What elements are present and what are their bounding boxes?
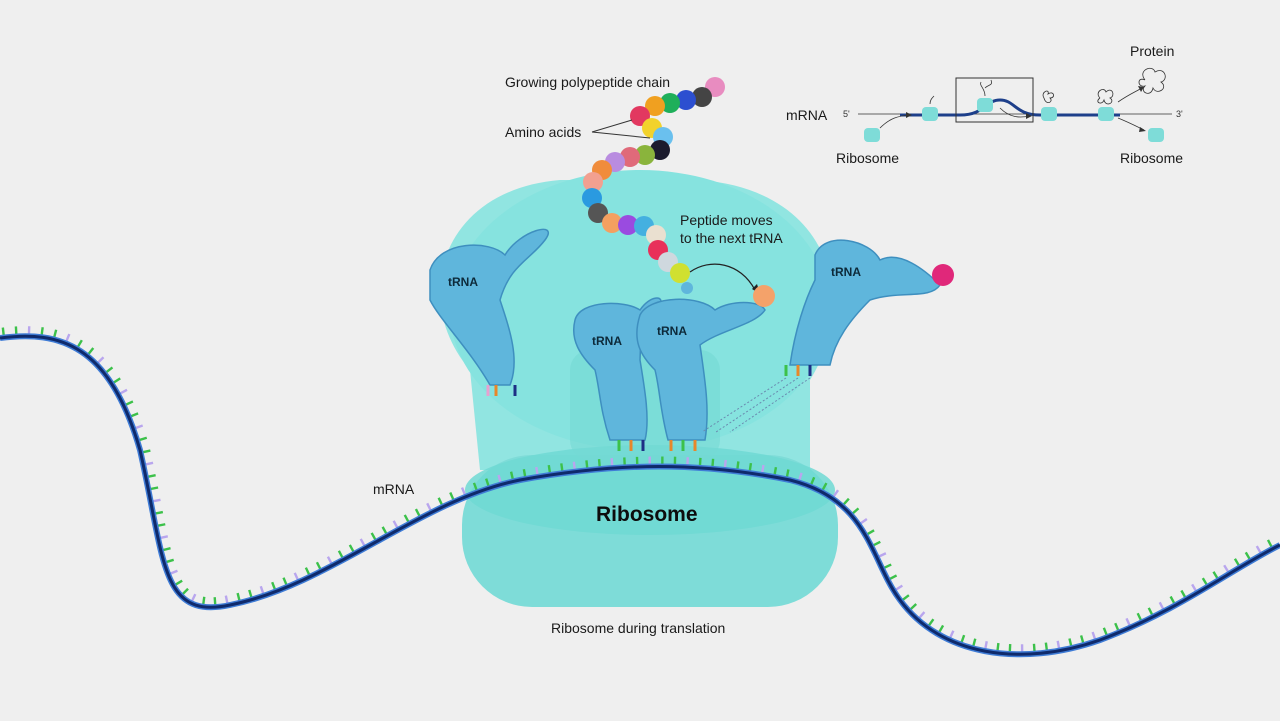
inset-five-prime-label: 5' [843,109,850,119]
inset-protein-label: Protein [1130,43,1175,59]
inset-diagram [858,67,1172,142]
amino-acid-bead [660,93,680,113]
inset-three-prime-label: 3' [1176,109,1183,119]
peptide-moves-label-line1: Peptide moves [680,212,773,228]
ribosome-small-subunit-top [465,445,835,535]
diagram-caption: Ribosome during translation [551,620,726,636]
polypeptide-chain [582,77,725,294]
trna-exit [429,228,549,396]
amino-acid-bead [692,87,712,107]
amino-acid-bead [681,282,693,294]
amino-acid-bead [635,145,655,165]
trna-label-exit: tRNA [448,275,478,289]
amino-acid-bead [588,203,608,223]
mrna-strand-core [0,334,1280,656]
amino-acids-label: Amino acids [505,124,582,140]
amino-acid-bead [582,188,602,208]
incoming-guide-lines [701,377,811,433]
amino-acid-bead [646,225,666,245]
trna-a-site [636,298,766,451]
ribosome-label: Ribosome [596,503,698,526]
amino-acid-bead [583,172,603,192]
amino-acid-bead [670,263,690,283]
inset-ribosome-right-label: Ribosome [1120,150,1184,166]
mrna-label: mRNA [373,481,415,497]
amino-acid-bead [645,96,665,116]
amino-acid-pointer-2 [591,131,651,139]
inset-ribosome-left-label: Ribosome [836,150,900,166]
trna-label-a-site: tRNA [657,324,687,338]
peptide-transfer-arrow [689,263,756,291]
inset-highlight-box [955,77,1034,123]
amino-acid-bead [676,90,696,110]
inset-mrna-label: mRNA [786,107,828,123]
transferred-amino-acid [753,285,775,307]
growing-chain-label: Growing polypeptide chain [505,74,670,90]
trna-label-incoming: tRNA [831,265,861,279]
peptide-moves-label-line2: to the next tRNA [680,230,783,246]
amino-acid-bead [618,215,638,235]
trna-label-p-site: tRNA [592,334,622,348]
amino-acid-pointer-1 [591,119,633,133]
amino-acid-bead [602,213,622,233]
trna-incoming [784,239,954,376]
